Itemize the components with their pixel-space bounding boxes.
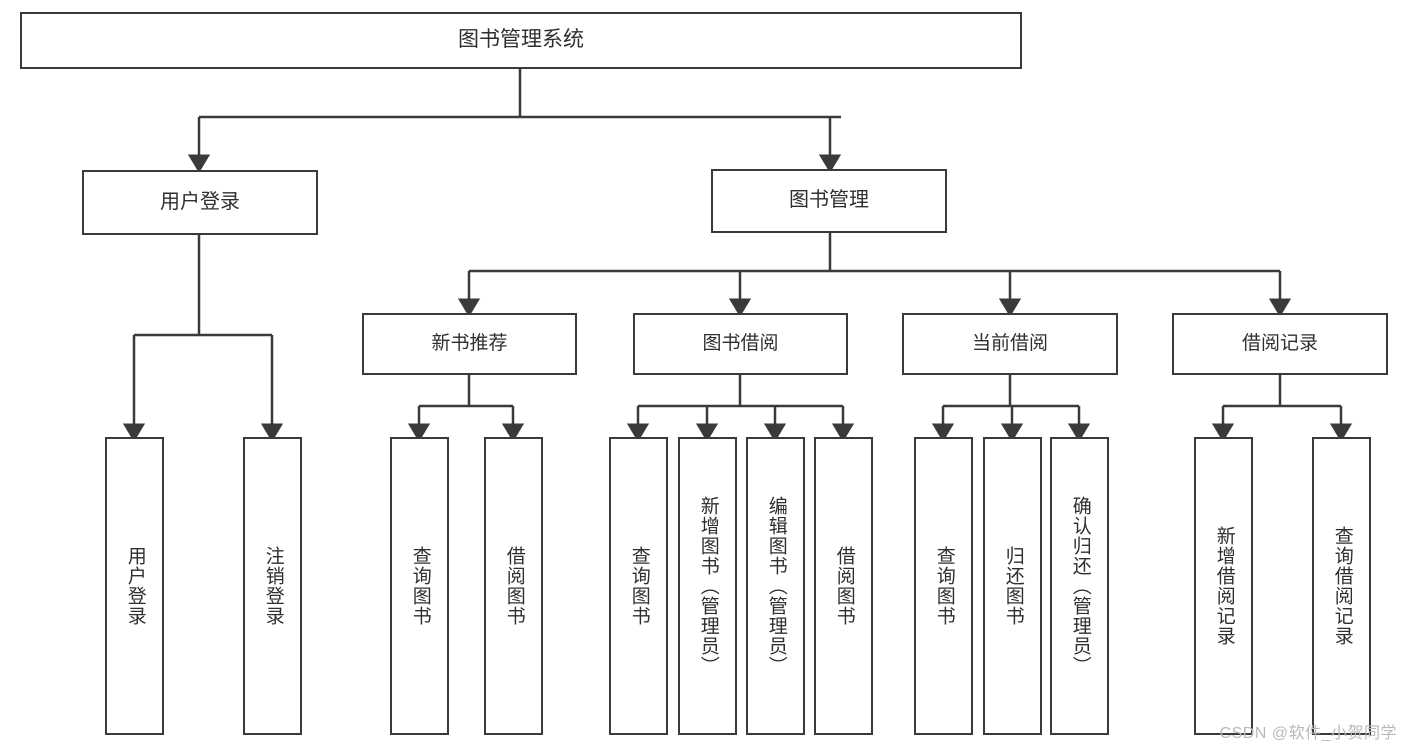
leaf-add-book-admin[interactable]: 新增图书（管理员） xyxy=(678,437,737,735)
leaf-query-book-new[interactable]: 查询图书 xyxy=(390,437,449,735)
leaf-edit-book-admin[interactable]: 编辑图书（管理员） xyxy=(746,437,805,735)
leaf-confirm-return-admin[interactable]: 确认归还（管理员） xyxy=(1050,437,1109,735)
node-book-borrow[interactable]: 图书借阅 xyxy=(633,313,848,375)
leaf-user-login[interactable]: 用户登录 xyxy=(105,437,164,735)
node-book-management[interactable]: 图书管理 xyxy=(711,169,947,233)
leaf-query-borrow-record[interactable]: 查询借阅记录 xyxy=(1312,437,1371,735)
node-borrow-record[interactable]: 借阅记录 xyxy=(1172,313,1388,375)
node-user-login[interactable]: 用户登录 xyxy=(82,170,318,235)
leaf-return-book[interactable]: 归还图书 xyxy=(983,437,1042,735)
node-current-borrow[interactable]: 当前借阅 xyxy=(902,313,1118,375)
csdn-watermark: CSDN @软件_小贺同学 xyxy=(1219,725,1397,742)
node-new-book-recommend[interactable]: 新书推荐 xyxy=(362,313,577,375)
leaf-borrow-book-new[interactable]: 借阅图书 xyxy=(484,437,543,735)
leaf-query-book-current[interactable]: 查询图书 xyxy=(914,437,973,735)
leaf-add-borrow-record[interactable]: 新增借阅记录 xyxy=(1194,437,1253,735)
leaf-borrow-book[interactable]: 借阅图书 xyxy=(814,437,873,735)
leaf-logout-login[interactable]: 注销登录 xyxy=(243,437,302,735)
node-root-system[interactable]: 图书管理系统 xyxy=(20,12,1022,69)
leaf-query-book-borrow[interactable]: 查询图书 xyxy=(609,437,668,735)
